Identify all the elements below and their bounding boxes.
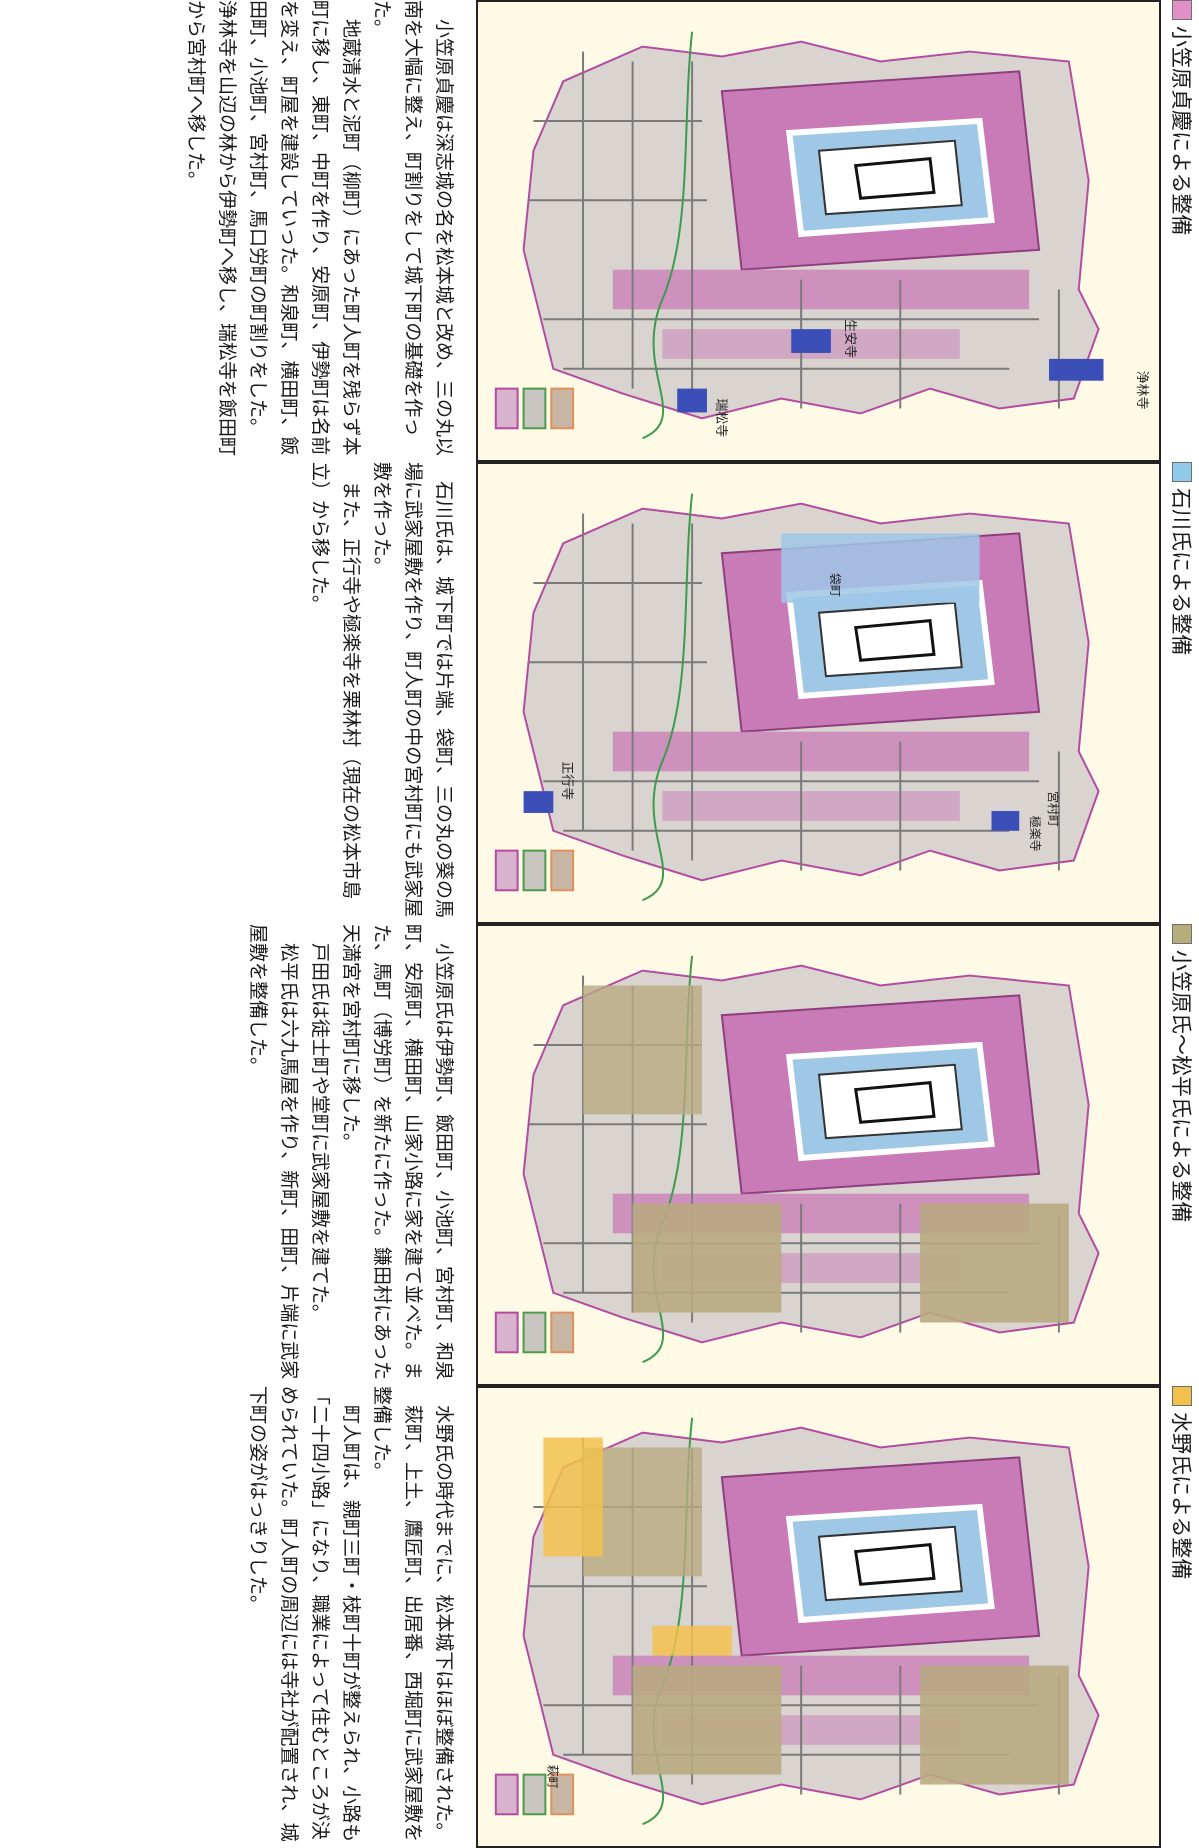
map-label: 萩町 xyxy=(545,1765,559,1789)
paragraph: 松平氏は六九馬屋を作り、新町、田町、片端に武家屋敷を整備した。 xyxy=(247,924,300,1380)
paragraph: 町人町は、親町三町・枝町十町が整えられ、小路も「二十四小路」になり、職業によって… xyxy=(247,1386,362,1843)
map-label: 浄林寺 xyxy=(1134,371,1149,410)
panel-ogasawara-matsudaira: 小笠原氏～松平氏による整備 小笠原氏は伊勢町、飯田町、小池町、宮村町、和泉町、安… xyxy=(0,924,1199,1386)
map-label: 生安寺 xyxy=(842,319,857,358)
town-map-svg: 袋町 正行寺 宮村町 極楽寺 xyxy=(478,464,1159,922)
description: 石川氏は、城下町では片端、袋町、三の丸の葵の馬場に武家屋敷を作り、町人町の中の宮… xyxy=(9,462,459,924)
legend-swatch-blue xyxy=(1172,462,1192,482)
map-image: 浄林寺 生安寺 瑞松寺 xyxy=(476,0,1161,462)
map-label: 正行寺 xyxy=(559,761,574,800)
description: 小笠原貞慶は深志城の名を松本城と改め、三の丸以南を大幅に整え、町割りをして城下町… xyxy=(9,0,459,462)
paragraph: 萩町、上土、鷹匠町、出居番、西堀町に武家屋敷を整備した。 xyxy=(371,1386,424,1843)
temple-marker xyxy=(791,329,831,353)
description: 水野氏の時代までに、松本城下はほぼ整備された。 萩町、上土、鷹匠町、出居番、西堀… xyxy=(9,1386,459,1848)
temple-marker xyxy=(677,388,707,413)
temple-marker xyxy=(1048,358,1104,381)
paragraph: 浄林寺を山辺の林から伊勢町へ移し、瑞松寺を飯田町から宮村町へ移した。 xyxy=(185,0,238,457)
paragraph: 小笠原氏は伊勢町、飯田町、小池町、宮村町、和泉町、安原町、横田町、山家小路に家を… xyxy=(340,924,455,1381)
paragraph: 戸田氏は徒士町や堂町に武家屋敷を建てた。 xyxy=(309,943,331,1324)
map-image: 萩町 xyxy=(476,1386,1161,1848)
panel-ogasawara-sadayoshi: 小笠原貞慶による整備 浄林寺 生安寺 瑞松寺 小笠原貞慶は深志城の名を松本城と改… xyxy=(0,0,1199,462)
map-image xyxy=(476,924,1161,1386)
town-map-svg: 浄林寺 生安寺 瑞松寺 xyxy=(478,2,1149,460)
legend-label: 石川氏による整備 xyxy=(1169,488,1193,656)
paragraph: 小笠原貞慶は深志城の名を松本城と改め、三の丸以南を大幅に整え、町割りをして城下町… xyxy=(371,0,455,457)
legend-swatch-pink xyxy=(1172,0,1192,20)
legend: 石川氏による整備 xyxy=(1165,462,1199,924)
legend: 小笠原貞慶による整備 xyxy=(1165,0,1199,462)
legend-label: 小笠原氏～松平氏による整備 xyxy=(1169,950,1193,1223)
legend-swatch-orange xyxy=(1172,1386,1192,1406)
map-label: 宮村町 xyxy=(1046,791,1060,827)
panel-mizuno: 水野氏による整備 萩町 水野氏の時代までに、松本城下はほぼ整備された。 萩町、上… xyxy=(0,1386,1199,1848)
temple-marker xyxy=(523,791,554,813)
legend: 小笠原氏～松平氏による整備 xyxy=(1165,924,1199,1386)
legend: 水野氏による整備 xyxy=(1165,1386,1199,1848)
map-label: 瑞松寺 xyxy=(713,399,728,438)
town-map-svg xyxy=(478,926,1159,1384)
legend-label: 水野氏による整備 xyxy=(1169,1412,1193,1580)
paragraph: 地蔵清水と泥町（柳町）にあった町人町を残らず本町に移し、東町、中町を作り、安原町… xyxy=(247,0,362,456)
panel-ishikawa: 石川氏による整備 袋町 正行寺 宮村町 極楽寺 石川氏は、城下町では片端、袋町、… xyxy=(0,462,1199,924)
map-image: 袋町 正行寺 宮村町 極楽寺 xyxy=(476,462,1161,924)
description: 小笠原氏は伊勢町、飯田町、小池町、宮村町、和泉町、安原町、横田町、山家小路に家を… xyxy=(9,924,459,1386)
map-label: 極楽寺 xyxy=(1028,816,1042,852)
legend-label: 小笠原貞慶による整備 xyxy=(1169,26,1193,236)
paragraph: また、正行寺や極楽寺を栗林村（現在の松本市島立）から移した。 xyxy=(309,462,362,900)
paragraph: 水野氏の時代までに、松本城下はほぼ整備された。 xyxy=(433,1405,455,1842)
town-map-svg: 萩町 xyxy=(478,1388,1159,1846)
temple-marker xyxy=(991,810,1020,831)
map-label: 袋町 xyxy=(828,573,842,597)
legend-swatch-khaki xyxy=(1172,924,1192,944)
paragraph: 石川氏は、城下町では片端、袋町、三の丸の葵の馬場に武家屋敷を作り、町人町の中の宮… xyxy=(371,462,455,919)
